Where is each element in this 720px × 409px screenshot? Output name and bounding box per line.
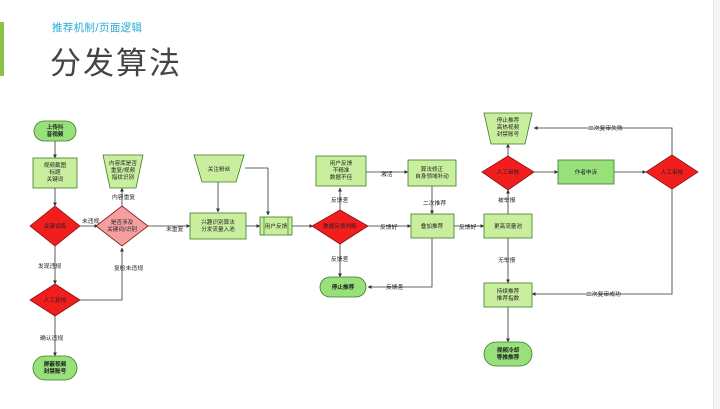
svg-text:持续推荐: 持续推荐 [497, 287, 520, 295]
edge-labels: 未违规 发现违规 确认违规 未重复 内容重复 复检未违规 反馈差 反馈差 反馈好… [38, 124, 623, 342]
svg-text:内容重复: 内容重复 [112, 193, 135, 201]
node-data-judge: 数据反馈判断 [311, 209, 369, 245]
svg-text:人工审核: 人工审核 [661, 168, 684, 176]
node-manual-review-1: 人工复核 [29, 283, 81, 317]
svg-text:内容库是否: 内容库是否 [109, 159, 137, 167]
svg-text:二次复审失败: 二次复审失败 [588, 124, 623, 132]
svg-text:视频冷却: 视频冷却 [497, 346, 520, 354]
node-higher-pool: 更高流量池 [483, 213, 533, 239]
svg-text:关键词: 关键词 [47, 175, 64, 183]
svg-text:自身领域补动: 自身领域补动 [415, 172, 449, 180]
node-user-low-quality: 用户反馈 不精准 数据不佳 [315, 155, 367, 187]
node-algorithm-fix: 算法修正 自身领域补动 [407, 159, 457, 187]
svg-text:叠加推荐: 叠加推荐 [421, 222, 444, 230]
svg-text:被举报: 被举报 [498, 196, 516, 204]
slide-title: 分发算法 [50, 46, 182, 82]
svg-text:人工审核: 人工审核 [497, 168, 520, 176]
svg-text:关键词库: 关键词库 [44, 222, 67, 230]
node-author-appeal: 作者申诉 [557, 159, 615, 185]
connectors [53, 126, 673, 357]
node-user-feedback: 用户反馈 [259, 216, 293, 236]
slide-subtitle: 推荐机制/页面逻辑 [52, 22, 143, 34]
svg-text:作者申诉: 作者申诉 [575, 168, 598, 176]
svg-text:算法修正: 算法修正 [421, 165, 444, 173]
svg-text:推荐指数: 推荐指数 [497, 294, 520, 302]
node-video-cooldown: 视频冷却 等推推荐 [483, 341, 533, 367]
svg-text:无举报: 无举报 [498, 256, 516, 264]
svg-text:人工复核: 人工复核 [44, 296, 67, 304]
node-continue-recommend: 持续推荐 推荐指数 [483, 282, 533, 308]
svg-text:用户反馈: 用户反馈 [330, 159, 353, 167]
svg-text:不精准: 不精准 [333, 166, 350, 174]
accent-bar [0, 22, 4, 76]
svg-text:关键词/识别: 关键词/识别 [107, 225, 137, 233]
node-duplicate-library: 内容库是否 重复/视频 指纹识别 [102, 154, 144, 189]
node-keyword-decision: 关键词库 [29, 205, 81, 247]
svg-text:重复/视频: 重复/视频 [111, 166, 136, 174]
svg-text:停止推荐: 停止推荐 [332, 283, 355, 291]
node-manual-review-3: 人工审核 [645, 154, 699, 190]
node-manual-review-2: 人工审核 [481, 155, 535, 191]
svg-text:封禁账号: 封禁账号 [497, 130, 520, 138]
svg-text:确认违规: 确认违规 [40, 334, 63, 342]
svg-text:发现违规: 发现违规 [38, 262, 61, 270]
node-stop-hot-video: 停止推荐 高热视频 封禁账号 [483, 112, 533, 145]
node-interest-pool: 兴趣识别算法 分发流量入池 [189, 212, 247, 240]
svg-text:未重复: 未重复 [166, 225, 184, 233]
svg-text:反馈差: 反馈差 [386, 283, 404, 291]
node-upload: 上传抖 音视频 [33, 120, 77, 142]
svg-text:视频截图: 视频截图 [44, 161, 67, 169]
node-stop-recommend: 停止推荐 [319, 276, 367, 298]
svg-text:数据不佳: 数据不佳 [330, 173, 353, 181]
node-follow-fans: 关注粉丝 [193, 154, 245, 183]
svg-text:反馈差: 反馈差 [331, 255, 349, 263]
svg-text:是否涉及: 是否涉及 [111, 218, 134, 226]
svg-text:等推推荐: 等推推荐 [496, 353, 520, 361]
svg-text:指纹识别: 指纹识别 [112, 173, 135, 181]
svg-text:激活: 激活 [381, 170, 393, 178]
svg-text:标题: 标题 [49, 168, 61, 176]
svg-text:停止推荐: 停止推荐 [497, 116, 520, 124]
svg-text:兴趣识别算法: 兴趣识别算法 [201, 218, 235, 226]
scrollbar-track [713, 0, 720, 409]
node-ban-account: 屏蔽视频 封禁账号 [32, 355, 78, 381]
svg-text:数据反馈判断: 数据反馈判断 [323, 222, 357, 230]
svg-text:封禁账号: 封禁账号 [44, 367, 67, 375]
svg-text:屏蔽视频: 屏蔽视频 [44, 360, 67, 368]
node-duplicate-check: 是否涉及 关键词/识别 [95, 205, 149, 247]
svg-text:二次推荐: 二次推荐 [423, 199, 446, 207]
svg-text:关注粉丝: 关注粉丝 [208, 165, 231, 173]
svg-text:分发流量入池: 分发流量入池 [201, 225, 235, 233]
node-overlay-recommend: 叠加推荐 [410, 213, 455, 239]
svg-text:高热视频: 高热视频 [497, 123, 520, 131]
node-review: 视频截图 标题 关键词 [32, 157, 78, 189]
svg-text:未违规: 未违规 [82, 217, 100, 225]
svg-text:二次复审成功: 二次复审成功 [586, 290, 621, 298]
svg-text:反馈好: 反馈好 [459, 223, 477, 231]
svg-text:音视频: 音视频 [47, 130, 64, 138]
svg-text:用户反馈: 用户反馈 [265, 222, 288, 230]
svg-text:反馈好: 反馈好 [380, 223, 398, 231]
svg-text:反馈差: 反馈差 [331, 196, 349, 204]
svg-text:更高流量池: 更高流量池 [494, 222, 522, 230]
svg-text:上传抖: 上传抖 [47, 123, 64, 131]
svg-text:复检未违规: 复检未违规 [114, 264, 143, 272]
